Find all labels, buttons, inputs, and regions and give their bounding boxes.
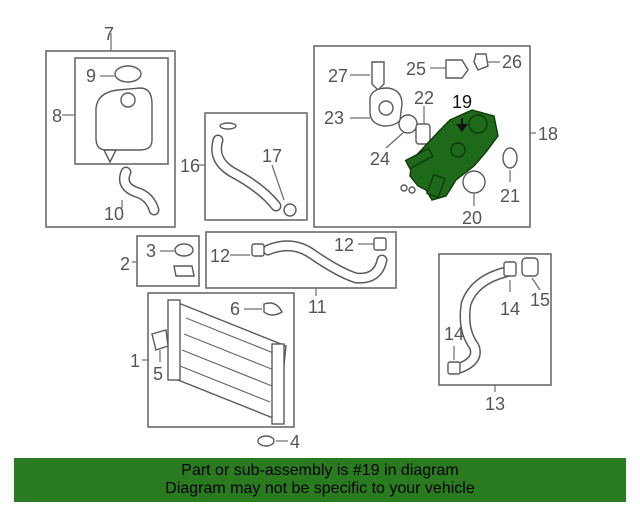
fitting-icon <box>521 257 539 277</box>
callout-12a[interactable]: 12 <box>210 246 230 266</box>
callout-25[interactable]: 25 <box>406 59 426 79</box>
callout-26[interactable]: 26 <box>502 52 522 72</box>
radiator-icon <box>167 301 287 421</box>
group-16-box <box>204 112 308 221</box>
cap-icon <box>174 243 194 257</box>
banner-line-1: Part or sub-assembly is #19 in diagram <box>181 462 459 479</box>
group-7-reservoir: 7 8 9 10 <box>45 24 176 228</box>
callout-7[interactable]: 7 <box>104 24 114 44</box>
group-13-hose: 13 14 15 14 <box>438 253 552 414</box>
callout-13[interactable]: 13 <box>485 394 505 414</box>
drain-plug-icon <box>263 302 283 316</box>
oring-small-icon <box>502 147 518 169</box>
callout-22[interactable]: 22 <box>414 88 434 108</box>
callout-5[interactable]: 5 <box>153 364 163 384</box>
clamp-icon <box>219 122 237 130</box>
callout-20[interactable]: 20 <box>462 208 482 228</box>
group-2-box <box>136 235 200 287</box>
radiator-cap-icon <box>257 435 275 447</box>
callout-9[interactable]: 9 <box>86 66 96 86</box>
callout-12b[interactable]: 12 <box>334 235 354 255</box>
clamp-lower-icon <box>447 361 461 375</box>
callout-14b[interactable]: 14 <box>444 324 464 344</box>
callout-16[interactable]: 16 <box>180 156 200 176</box>
callout-1[interactable]: 1 <box>130 351 140 371</box>
oring-icon <box>462 170 486 194</box>
hose-clamp-right-icon <box>373 237 387 251</box>
callout-21[interactable]: 21 <box>500 186 520 206</box>
callout-18[interactable]: 18 <box>538 124 558 144</box>
callout-17[interactable]: 17 <box>262 146 282 166</box>
callout-27[interactable]: 27 <box>328 66 348 86</box>
callout-10[interactable]: 10 <box>104 204 124 224</box>
callout-4[interactable]: 4 <box>290 432 300 452</box>
callout-11[interactable]: 11 <box>308 297 327 317</box>
clamp-ring-icon <box>283 203 297 217</box>
callout-23[interactable]: 23 <box>324 108 344 128</box>
part-4: 4 <box>257 432 300 452</box>
group-1-radiator: 1 6 5 <box>130 292 295 428</box>
group-11-box <box>205 231 397 289</box>
clamp-upper-icon <box>503 261 517 277</box>
callout-6[interactable]: 6 <box>230 299 240 319</box>
reservoir-cap-icon <box>114 65 142 83</box>
sensor-icon <box>445 59 469 79</box>
banner-line-2: Diagram may not be specific to your vehi… <box>165 480 475 497</box>
bracket-plate-icon <box>173 265 195 277</box>
callout-14a[interactable]: 14 <box>500 299 520 319</box>
reservoir-tank-icon <box>95 87 153 151</box>
info-banner: Part or sub-assembly is #19 in diagram D… <box>14 458 626 502</box>
clip-icon <box>473 53 489 71</box>
gasket-icon <box>398 114 418 134</box>
bracket-icon <box>371 61 385 91</box>
group-2-fittings: 2 3 <box>120 235 200 287</box>
callout-3[interactable]: 3 <box>146 241 156 261</box>
group-18-thermostat: 18 27 25 26 23 24 22 19 <box>313 45 558 228</box>
callout-24[interactable]: 24 <box>370 149 390 169</box>
group-18-box <box>313 45 531 228</box>
group-16-hose: 16 17 <box>180 112 308 221</box>
group-8-box <box>74 57 169 165</box>
group-11-hose: 11 12 12 <box>205 231 397 317</box>
hose-clamp-left-icon <box>251 243 265 257</box>
radiator-tank-left-icon <box>167 299 181 381</box>
callout-15[interactable]: 15 <box>530 290 550 310</box>
callout-19[interactable]: 19 <box>452 92 472 112</box>
radiator-tank-right-icon <box>271 343 285 425</box>
callout-8[interactable]: 8 <box>52 106 62 126</box>
callout-2[interactable]: 2 <box>120 254 130 274</box>
mount-bracket-icon <box>151 329 169 351</box>
thermostat-icon <box>415 123 431 145</box>
